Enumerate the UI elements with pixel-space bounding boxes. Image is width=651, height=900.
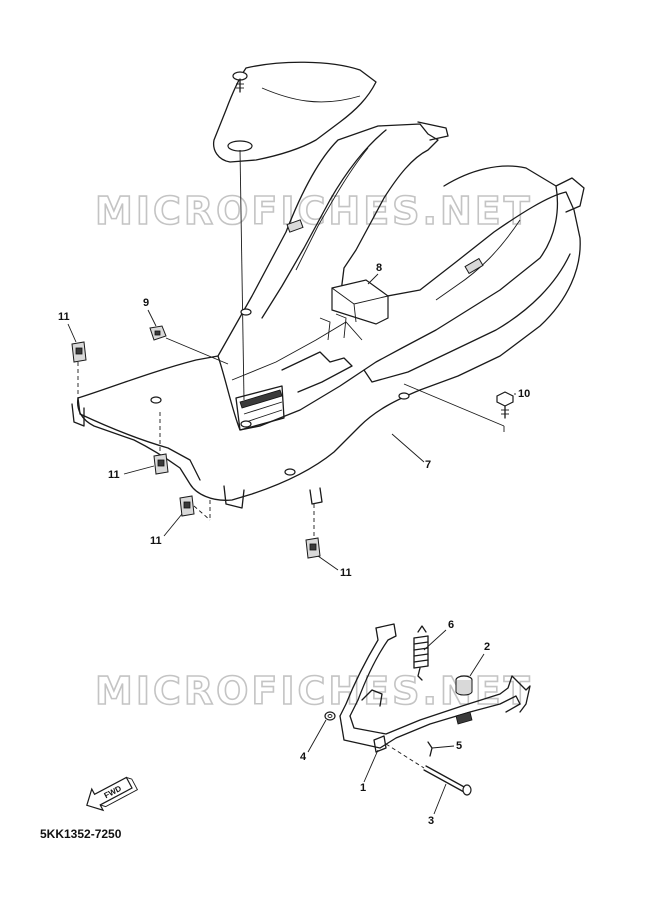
- floor-left-tab: [417, 121, 449, 141]
- part-3-bolt-shank-2: [423, 769, 465, 793]
- floor-slot-right: [464, 257, 484, 275]
- callout-7-leader: [391, 433, 425, 463]
- stand-body-top: [349, 675, 531, 735]
- part-11-clip-c: [179, 495, 195, 517]
- screw-leader: [239, 149, 245, 401]
- floor-panel-outline: [76, 123, 581, 501]
- callout-9: 9: [143, 297, 149, 309]
- callout-11-d-leader: [317, 555, 339, 571]
- callout-10: 10: [518, 388, 530, 400]
- part-3-bolt-shank: [425, 765, 467, 789]
- nut-9-leader: [165, 337, 229, 365]
- floor-left-arm-inner: [261, 129, 387, 319]
- callout-11-b-leader: [123, 465, 155, 475]
- floor-hole-3: [240, 420, 252, 428]
- callout-8: 8: [376, 262, 382, 274]
- stand-leg-back: [339, 627, 379, 717]
- floor-hole-4: [284, 468, 296, 476]
- callout-3: 3: [428, 815, 434, 827]
- fwd-arrow: FWD: [86, 776, 139, 812]
- callout-2-leader: [469, 653, 485, 677]
- floor-right-tip: [555, 177, 585, 213]
- floor-left-arm-rib: [295, 147, 369, 271]
- callouts: 8 9 11 10 7 11 11 11 6 2 4 5 1 3: [58, 262, 530, 827]
- callout-4: 4: [300, 751, 307, 763]
- part-3-bolt-axis: [385, 743, 425, 769]
- callout-2: 2: [484, 641, 490, 653]
- callout-3-leader: [433, 783, 447, 815]
- callout-11-c-leader: [163, 513, 183, 537]
- floor-bracket: [281, 351, 353, 393]
- body-cover-outline: [212, 61, 377, 163]
- fwd-arrow-depth: [100, 777, 139, 808]
- callout-9-leader: [147, 309, 157, 327]
- floor-right-arm-rib: [435, 219, 521, 301]
- floor-hole-1: [240, 308, 252, 316]
- callout-6: 6: [448, 619, 454, 631]
- callout-11-d: 11: [340, 567, 352, 579]
- part-11-clip-d: [305, 537, 321, 559]
- callout-5-leader: [431, 745, 455, 749]
- floor-deck: [217, 355, 365, 431]
- body-cover-hole: [227, 140, 253, 152]
- part-11-clip-a: [71, 341, 87, 363]
- floor-deck-rib: [231, 321, 363, 381]
- clip-11-c-leader: [193, 505, 211, 521]
- floor-tab-bottom: [223, 485, 245, 509]
- top-screw: [232, 71, 248, 93]
- part-10-bolt: [496, 391, 514, 419]
- part-4-washer-hole: [327, 714, 333, 718]
- stand-pivot-boss: [361, 689, 383, 707]
- floor-bottom-edge: [77, 397, 201, 481]
- part-3-bolt-head: [462, 784, 472, 796]
- fwd-arrow-shape: [86, 776, 133, 812]
- callout-11-b: 11: [108, 469, 120, 481]
- spring-hook: [417, 625, 427, 633]
- diagram-code: 5KK1352-7250: [40, 827, 122, 841]
- callout-7: 7: [425, 459, 431, 471]
- part-9-nut: [149, 325, 167, 341]
- spring-coils: [413, 635, 429, 669]
- floor-box-front: [235, 385, 285, 431]
- floor-right-arm: [363, 165, 571, 383]
- callout-11-a: 11: [58, 311, 70, 323]
- upper-assembly: [71, 61, 585, 509]
- floor-box-line-1: [243, 401, 283, 415]
- floor-tab-left: [71, 403, 85, 427]
- spring-end: [417, 667, 423, 681]
- part-8-pad: [331, 279, 389, 325]
- body-cover-contour: [261, 87, 361, 103]
- floor-slot-left: [286, 219, 304, 233]
- callout-11-c: 11: [150, 535, 162, 547]
- stand-body: [339, 695, 521, 749]
- part-5-pin: [427, 741, 433, 757]
- floor-hole-2: [150, 396, 162, 404]
- callout-1: 1: [360, 782, 366, 794]
- part-11-clip-b: [153, 453, 169, 475]
- part-4-washer: [324, 711, 336, 721]
- callout-8-leader: [367, 273, 379, 285]
- bolt-10-leader: [403, 383, 505, 427]
- part-2-bushing-body: [455, 680, 473, 696]
- floor-posts: [319, 313, 347, 341]
- stand-pivot-hole: [373, 735, 387, 753]
- floor-box-dark-band: [239, 389, 283, 409]
- side-stand-assembly: [324, 623, 531, 796]
- callout-11-a-leader: [67, 323, 77, 343]
- callout-6-leader: [423, 629, 447, 651]
- stand-switch-tab: [455, 711, 473, 725]
- callout-5: 5: [456, 740, 462, 752]
- callout-1-leader: [363, 749, 379, 783]
- callout-4-leader: [307, 719, 327, 753]
- floor-hole-5: [398, 392, 410, 400]
- watermark-top: MICROFICHES.NET: [95, 189, 533, 233]
- floor-tab-right: [309, 487, 323, 505]
- floor-box-line-2: [245, 409, 283, 423]
- stand-leg-top: [349, 623, 397, 717]
- spring-body: [413, 635, 429, 669]
